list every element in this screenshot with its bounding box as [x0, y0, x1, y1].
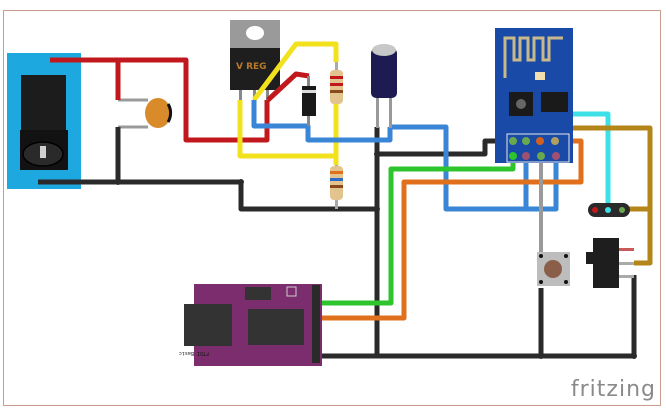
esp-module: [495, 28, 573, 163]
diode: [302, 76, 316, 126]
slide-switch[interactable]: [586, 238, 634, 288]
ftdi-board: FTDI Basic: [179, 284, 322, 366]
resistor-top: [330, 62, 343, 104]
electrolytic-capacitor: [371, 44, 397, 128]
junctions: [115, 151, 637, 359]
voltage-regulator: V REG: [230, 20, 280, 100]
header-3pin: [588, 203, 630, 217]
canvas-frame: [3, 10, 661, 406]
ftdi-label: FTDI Basic: [179, 350, 209, 356]
resistor-bottom: [330, 165, 343, 209]
ceramic-capacitor: [118, 98, 173, 129]
fritzing-watermark: fritzing: [570, 377, 656, 402]
wire-green[interactable]: [316, 156, 516, 306]
wire-orange[interactable]: [316, 138, 584, 321]
push-button[interactable]: [537, 252, 570, 286]
dc-jack: [7, 53, 81, 189]
vreg-label: V REG: [236, 62, 267, 72]
wire-vout[interactable]: [237, 41, 339, 165]
